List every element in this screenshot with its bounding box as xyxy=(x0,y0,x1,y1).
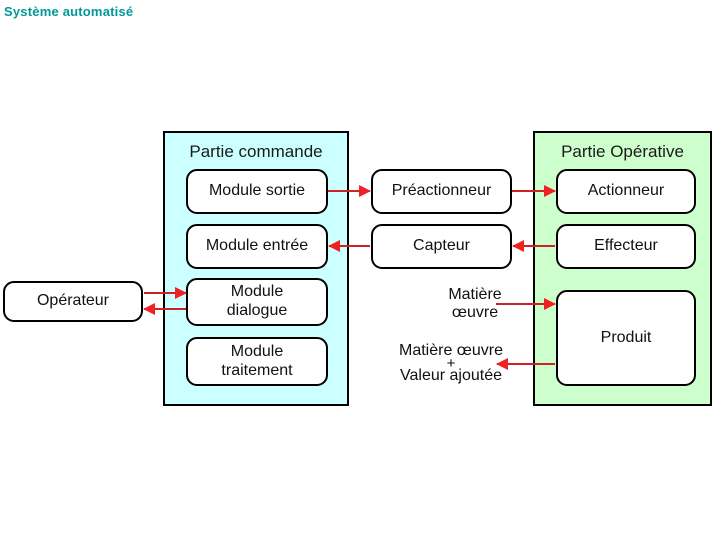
box-module-sortie-label: Module sortie xyxy=(208,182,306,200)
box-module-dialogue-line2: dialogue xyxy=(226,302,288,319)
box-module-traitement-line2: traitement xyxy=(221,361,293,379)
box-preactionneur-label: Préactionneur xyxy=(391,182,492,200)
box-module-entree-label: Module entrée xyxy=(205,237,309,255)
label-matiere-oeuvre-line2: œuvre xyxy=(451,303,499,321)
box-module-traitement[interactable]: Module traitement xyxy=(186,337,328,386)
box-module-sortie[interactable]: Module sortie xyxy=(186,169,328,214)
arrow-module-sortie-to-preactionneur xyxy=(328,185,371,197)
box-produit-label: Produit xyxy=(600,328,652,346)
box-produit[interactable]: Produit xyxy=(556,290,696,386)
box-operateur-label: Opérateur xyxy=(36,292,110,310)
box-effecteur[interactable]: Effecteur xyxy=(556,224,696,269)
label-matiere-valeur-line1: Matière œuvre xyxy=(398,342,504,359)
box-module-entree[interactable]: Module entrée xyxy=(186,224,328,269)
arrow-produit-to-matiere-valeur-ajoutee xyxy=(496,358,555,370)
box-actionneur-label: Actionneur xyxy=(587,182,665,200)
arrow-operateur-to-module-dialogue xyxy=(144,287,187,299)
label-matiere-oeuvre-valeur-ajoutee: Matière œuvre + Valeur ajoutée xyxy=(372,342,530,385)
label-matiere-oeuvre-line1: Matière xyxy=(448,286,502,303)
zone-partie-operative-label: Partie Opérative xyxy=(561,142,684,161)
arrow-matiere-oeuvre-to-produit xyxy=(496,298,556,310)
box-operateur[interactable]: Opérateur xyxy=(3,281,143,322)
arrow-preactionneur-to-actionneur xyxy=(512,185,556,197)
box-preactionneur[interactable]: Préactionneur xyxy=(371,169,512,214)
box-module-traitement-line1: Module xyxy=(230,342,284,360)
box-module-dialogue[interactable]: Module dialogue xyxy=(186,278,328,326)
box-capteur-label: Capteur xyxy=(413,237,470,255)
arrow-effecteur-to-capteur xyxy=(512,240,555,252)
box-capteur[interactable]: Capteur xyxy=(371,224,512,269)
arrow-module-dialogue-to-operateur xyxy=(143,303,186,315)
box-module-traitement-label: Module traitement xyxy=(221,343,292,381)
box-actionneur[interactable]: Actionneur xyxy=(556,169,696,214)
label-matiere-oeuvre: Matière œuvre xyxy=(420,286,530,322)
box-effecteur-label: Effecteur xyxy=(594,237,658,255)
page-title: Système automatisé xyxy=(4,4,134,19)
box-module-dialogue-line1: Module xyxy=(230,283,284,301)
arrow-capteur-to-module-entree xyxy=(328,240,370,252)
label-matiere-valeur-plus: + xyxy=(446,354,456,372)
box-module-dialogue-label: Module dialogue xyxy=(227,283,288,321)
label-matiere-valeur-line3: Valeur ajoutée xyxy=(400,367,502,385)
zone-partie-commande-label: Partie commande xyxy=(189,142,323,161)
